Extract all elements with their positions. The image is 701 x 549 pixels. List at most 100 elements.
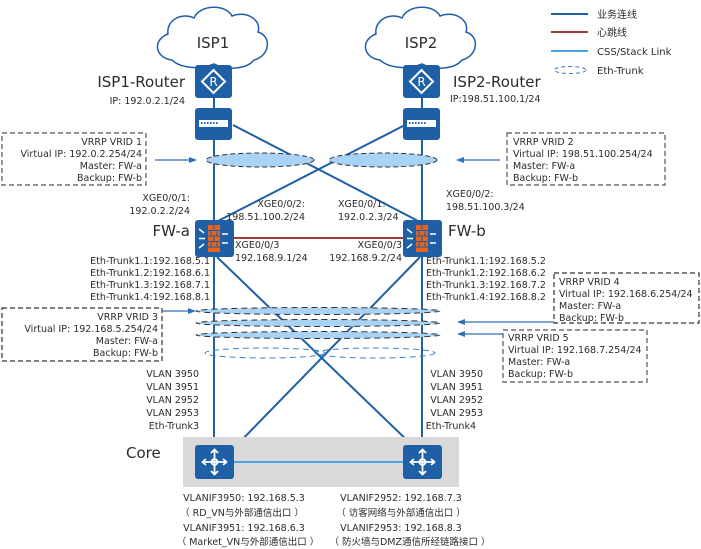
fwb-xge2-name: XGE0/0/2: [446,189,494,200]
vrrp5-backup: Backup: FW-b [508,369,573,380]
vrrp5-title: VRRP VRID 5 [508,333,569,344]
isp2-label: ISP2 [405,34,438,52]
fwa-trunk-3: Eth-Trunk1.3:192.168.7.1 [90,280,210,291]
fwb-xge1-name: XGE0/0/1: [338,199,386,210]
vrrp5-ellipse [195,331,441,339]
core-left-link-2: VLAN 3951 [146,382,199,393]
core-right-link-1: VLAN 3950 [430,369,483,380]
vrrp3-vip: Virtual IP: 192.168.5.254/24 [24,324,158,335]
core-switch-1-icon[interactable] [194,444,235,480]
vrrp-box-1: VRRP VRID 1 Virtual IP: 192.0.2.254/24 M… [1,132,147,186]
vrrp3-title: VRRP VRID 3 [97,312,158,323]
legend-trunk-label: Eth-Trunk [597,66,644,77]
fwa-xge3-name: XGE0/0/3 [235,240,279,251]
vrrp5-vip: Virtual IP: 192.168.7.254/24 [508,345,642,356]
vrrp2-trunk-ellipse [328,152,438,168]
isp2-router-icon[interactable] [402,64,441,99]
core-right-link-5: Eth-Trunk4 [426,421,476,432]
isp2-cloud: ISP2 [364,6,476,69]
legend: 业务连线 心跳线 CSS/Stack Link Eth-Trunk [551,8,672,77]
core-left-link-3: VLAN 2952 [146,395,199,406]
vrrp2-vip: Virtual IP: 198.51.100.254/24 [513,149,653,160]
eth-trunk-right-ellipse [314,347,436,359]
fwb-xge2-ip: 198.51.100.3/24 [446,202,525,213]
link-switch2-fwa [215,124,406,223]
fwa-trunk-1: Eth-Trunk1.1:192.168.5.1 [90,256,210,267]
vlanif3951-desc: （ Market_VN与外部通信出口 ） [177,536,320,548]
fw-a-firewall-icon[interactable] [194,219,235,258]
vrrp2-backup: Backup: FW-b [513,173,578,184]
vrrp5-master: Master: FW-a [508,357,570,368]
vlanif2953-desc: （ 防火墙与DMZ通信所经链路接口 ） [329,536,490,548]
fwa-trunk-4: Eth-Trunk1.4:192.168.8.1 [90,292,210,303]
vlanif2953-ip: VLANIF2953: 192.168.8.3 [340,523,462,534]
vrrp3-backup: Backup: FW-b [93,348,158,359]
fwa-xge1-name: XGE0/0/1: [142,193,190,204]
fwa-xge2-ip: 198.51.100.2/24 [226,212,305,223]
core-right-link-2: VLAN 3951 [430,382,483,393]
vrrp2-title: VRRP VRID 2 [513,137,574,148]
vrrp-box-4: VRRP VRID 4 Virtual IP: 192.168.6.254/24… [553,272,700,324]
vrrp1-trunk-ellipse [205,152,315,168]
fwb-trunk-3: Eth-Trunk1.3:192.168.7.2 [426,280,546,291]
vrrp1-backup: Backup: FW-b [77,173,142,184]
link-fwb-core1 [233,256,421,449]
fwa-trunk-2: Eth-Trunk1.2:192.168.6.1 [90,268,210,279]
core-right-link-3: VLAN 2952 [430,395,483,406]
vrrp4-master: Master: FW-a [559,301,621,312]
core-left-link-5: Eth-Trunk3 [149,421,199,432]
vrrp3-master: Master: FW-a [96,336,158,347]
fwb-trunk-4: Eth-Trunk1.4:192.168.8.2 [426,292,546,303]
legend-stack-label: CSS/Stack Link [597,47,672,58]
core-left-link-1: VLAN 3950 [146,369,199,380]
vrrp1-title: VRRP VRID 1 [81,137,142,148]
legend-heartbeat-label: 心跳线 [597,26,627,39]
fwa-xge3-ip: 192.168.9.1/24 [235,253,308,264]
fwb-name: FW-b [448,222,486,240]
link-switch1-fwb [232,124,421,223]
isp1-router-ip: IP: 192.0.2.1/24 [110,96,185,107]
vlanif2952-ip: VLANIF2952: 192.168.7.3 [340,493,462,504]
isp2-router-name: ISP2-Router [453,73,541,91]
core-label: Core [126,444,161,462]
vrrp-box-3: VRRP VRID 3 Virtual IP: 192.168.5.254/24… [1,307,163,362]
vrrp4-backup: Backup: FW-b [559,313,624,324]
vrrp2-master: Master: FW-a [513,161,575,172]
isp1-router-icon[interactable] [194,64,233,99]
fwb-trunk-1: Eth-Trunk1.1:192.168.5.2 [426,256,546,267]
fwa-name: FW-a [153,222,190,240]
vrrp4-title: VRRP VRID 4 [559,277,620,288]
vrrp1-vip: Virtual IP: 192.0.2.254/24 [20,149,142,160]
core-switch-2-icon[interactable] [402,444,443,480]
isp1-cloud: ISP1 [156,6,268,69]
vlanif3950-desc: （ RD_VN与外部通信出口 ） [180,507,304,519]
fwb-trunk-2: Eth-Trunk1.2:192.168.6.2 [426,268,546,279]
fwb-xge3-ip: 192.168.9.2/24 [329,253,402,264]
isp1-router-name: ISP1-Router [97,73,185,91]
vrrp1-master: Master: FW-a [80,161,142,172]
vlanif2952-desc: （ 访客网络与外部通信出口 ） [336,507,466,519]
legend-trunk-ellipse [553,66,587,74]
vrrp-box-5: VRRP VRID 5 Virtual IP: 192.168.7.254/24… [502,329,648,383]
vrrp-box-2: VRRP VRID 2 Virtual IP: 198.51.100.254/2… [506,132,666,186]
fwb-xge1-ip: 192.0.2.3/24 [338,212,399,223]
isp1-label: ISP1 [197,34,230,52]
vrrp4-vip: Virtual IP: 192.168.6.254/24 [559,289,693,300]
vlanif3950-ip: VLANIF3950: 192.168.5.3 [183,493,305,504]
business-links [213,98,423,449]
vrrp3-ellipse [195,307,441,315]
fwb-xge3-name: XGE0/0/3 [358,240,402,251]
isp1-switch-icon[interactable] [195,108,232,140]
isp2-switch-icon[interactable] [403,108,440,140]
fwa-xge2-name: XGE0/0/2: [257,199,305,210]
core-left-link-4: VLAN 2953 [146,408,199,419]
fw-b-firewall-icon[interactable] [402,219,443,258]
isp2-router-ip: IP:198.51.100.1/24 [450,94,540,105]
vlanif3951-ip: VLANIF3951: 192.168.6.3 [183,523,305,534]
legend-business-label: 业务连线 [597,8,637,21]
eth-trunk-left-ellipse [204,347,326,359]
core-right-link-4: VLAN 2953 [430,408,483,419]
fwa-xge1-ip: 192.0.2.2/24 [129,206,190,217]
vrrp4-ellipse [195,319,441,327]
